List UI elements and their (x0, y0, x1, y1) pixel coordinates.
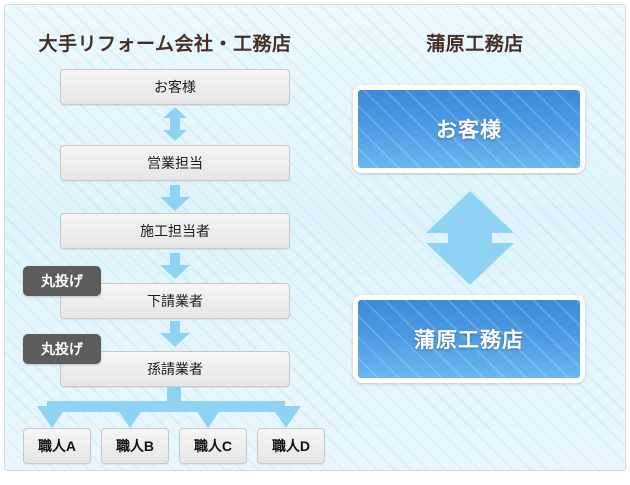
badge-marunage-2: 丸投げ (23, 334, 101, 364)
arrow-down-sales-construction (160, 185, 190, 211)
node-blue-company: 蒲原工務店 (353, 295, 585, 383)
node-blue-company-label: 蒲原工務店 (358, 300, 580, 378)
arrow-double-customer-sales (163, 107, 187, 146)
left-column-title: 大手リフォーム会社・工務店 (38, 34, 292, 55)
node-sales-rep: 営業担当 (60, 145, 290, 181)
node-construction-manager: 施工担当者 (60, 213, 290, 249)
badge-marunage-1: 丸投げ (23, 266, 101, 296)
arrow-branch-to-craftsmen (15, 387, 315, 429)
node-craftsman-d: 職人D (257, 428, 325, 464)
node-subcontractor: 下請業者 (60, 283, 290, 319)
arrow-down-construction-subcontractor (160, 253, 190, 279)
arrow-double-customer-company (422, 191, 518, 285)
diagram-stage: 大手リフォーム会社・工務店 蒲原工務店 お客様 営業担当 施工担当者 下請業者 … (4, 4, 626, 471)
right-column-title: 蒲原工務店 (426, 34, 524, 55)
node-customer: お客様 (60, 69, 290, 105)
node-blue-customer: お客様 (353, 85, 585, 173)
node-craftsman-b: 職人B (101, 428, 169, 464)
node-craftsman-c: 職人C (179, 428, 247, 464)
arrow-down-subcontractor-subsub (160, 321, 190, 347)
node-craftsman-a: 職人A (23, 428, 91, 464)
node-blue-customer-label: お客様 (358, 90, 580, 168)
